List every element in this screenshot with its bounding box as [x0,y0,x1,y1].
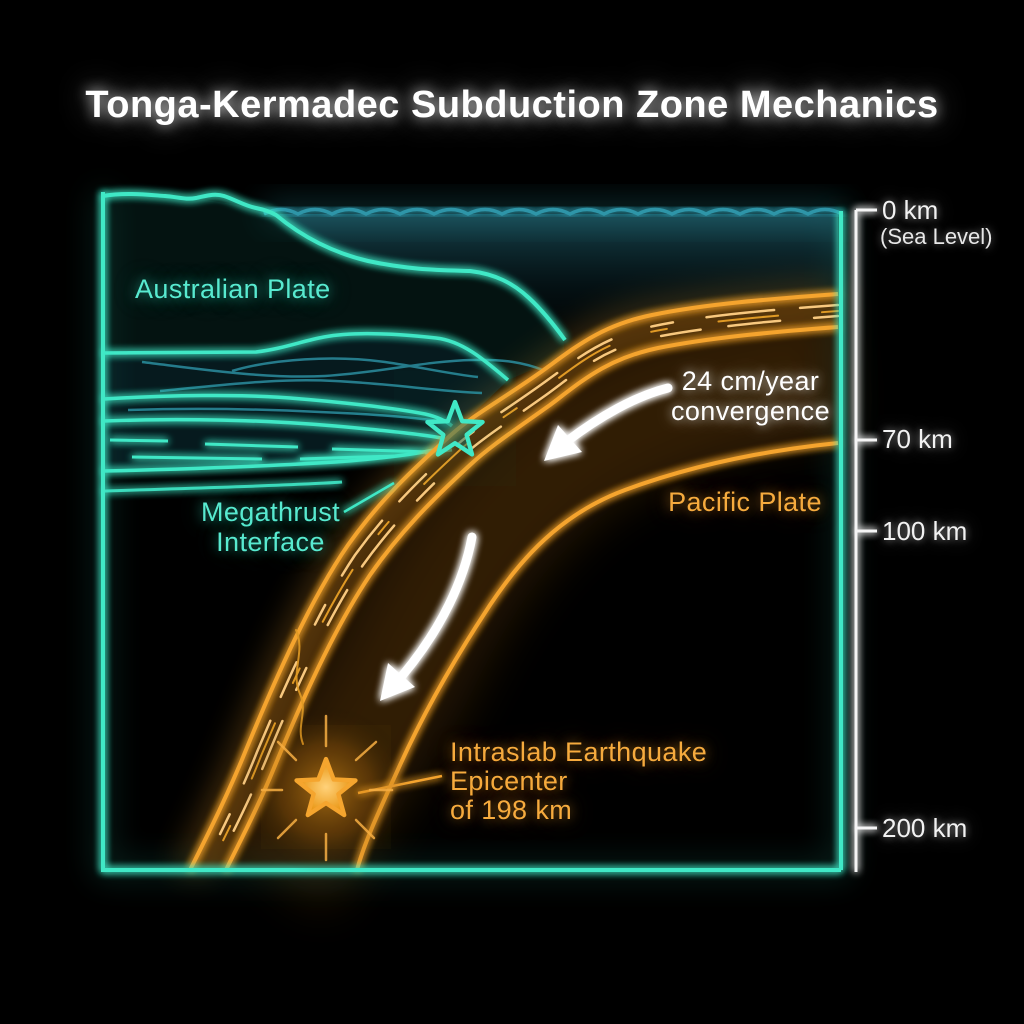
depth-sublabel-sea-level: (Sea Level) [880,224,993,249]
intraslab-label-line1: Intraslab Earthquake [450,737,708,767]
slab-descent-arrow-icon [397,532,477,681]
land-surface-line [102,191,567,342]
megathrust-label-line2: Interface [216,527,325,557]
megathrust-label-line1: Megathrust [200,497,341,527]
sediment-inner-lines [127,357,544,423]
depth-label-0km: 0 km [882,195,939,225]
sediment-layer-lines [102,191,567,493]
ocean-fill [270,214,838,356]
depth-label-100km: 100 km [882,516,968,546]
depth-label-70km: 70 km [882,424,953,454]
epicenter-star-icon [294,756,358,818]
diagram-frame [101,192,843,872]
sediment-fill [103,333,508,471]
megathrust-leader-line [343,481,395,514]
convergence-label-line1: 24 cm/year [681,366,820,396]
motion-arrows [380,383,673,701]
depth-scale-axis [854,208,877,872]
diagram-title: Tonga-Kermadec Subduction Zone Mechanics [85,84,939,126]
convergence-label-line2: convergence [670,396,830,426]
australian-plate-label: Australian Plate [135,274,331,304]
intraslab-label-line3: of 198 km [450,795,573,825]
region-fills [103,195,838,471]
slab-descent-arrowhead-icon [380,663,415,701]
megathrust-interface-label: Megathrust Interface [158,497,383,557]
intraslab-label-line2: Epicenter [450,766,568,796]
convergence-rate-label: 24 cm/year convergence [628,366,873,426]
epicenter-star-rays [260,714,394,862]
convergence-arrow-icon [561,383,673,447]
land-fill [103,195,565,380]
sea-surface-line [263,207,843,216]
convergence-arrowhead-icon [544,425,582,461]
pacific-plate-label: Pacific Plate [668,487,822,517]
epicenter-marker-group [241,705,411,875]
intraslab-epicenter-label: Intraslab Earthquake Epicenter of 198 km [450,738,707,825]
megathrust-star-icon [425,399,485,457]
depth-label-200km: 200 km [882,813,968,843]
